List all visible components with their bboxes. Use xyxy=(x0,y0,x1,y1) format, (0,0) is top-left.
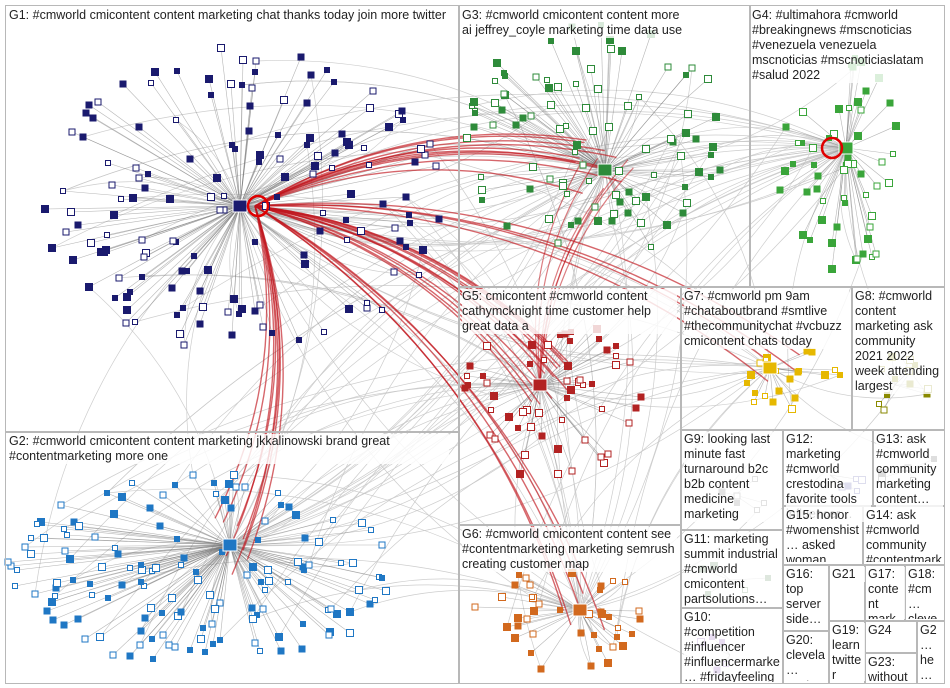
group-label-g2: G2: #cmworld cmicontent content marketin… xyxy=(9,434,449,464)
group-label-g21: G21 xyxy=(832,567,865,582)
group-label-g6: G6: #cmworld cmicontent content see #con… xyxy=(462,527,677,572)
group-box-g2 xyxy=(5,431,460,684)
group-label-g16: G16: top server side… xyxy=(786,567,828,627)
group-label-g4: G4: #ultimahora #cmworld #breakingnews #… xyxy=(752,8,942,83)
group-label-g8: G8: #cmworld content marketing ask commu… xyxy=(855,289,943,394)
group-label-g20: G20: clevela… septe… xyxy=(786,633,828,681)
group-label-g14: G14: ask #cmworld community #contentmark… xyxy=(866,508,944,562)
group-label-g17: G17: content mark… world… xyxy=(868,567,905,619)
group-label-g11: G11: marketing summit industrial #cmworl… xyxy=(684,532,781,607)
group-label-g22: G2… he… être sui… xyxy=(920,623,944,683)
group-label-g5: G5: cmicontent #cmworld content cathymck… xyxy=(462,289,677,334)
group-label-g24: G24 xyxy=(868,623,916,638)
group-label-g3: G3: #cmworld cmicontent content more ai … xyxy=(462,8,690,38)
group-label-g10: G10: #competition #influencer #influence… xyxy=(684,610,781,682)
group-label-g15: G15: honor #womenshist… asked woman mark… xyxy=(786,508,862,562)
group-label-g19: G19: learn twitter amaz… xyxy=(832,623,865,681)
group-label-g9: G9: looking last minute fast turnaround … xyxy=(684,432,781,522)
group-label-g23: G23: without… xyxy=(868,655,916,683)
group-label-g13: G13: ask #cmworld community marketing co… xyxy=(876,432,943,507)
group-label-g18: G18: #cm… cleve… xyxy=(908,567,944,619)
group-label-g7: G7: #cmworld pm 9am #chataboutbrand #smt… xyxy=(684,289,849,349)
group-box-g3 xyxy=(458,5,751,288)
group-label-g1: G1: #cmworld cmicontent content marketin… xyxy=(9,8,449,23)
group-box-g1 xyxy=(5,5,460,433)
